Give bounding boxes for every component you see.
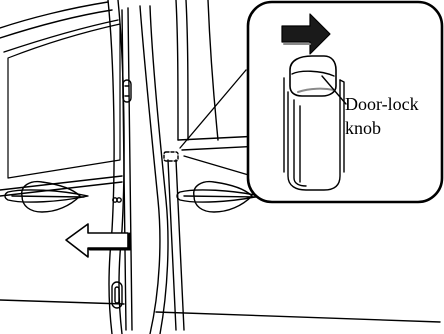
door-lock-knob-label-line2: knob — [345, 116, 381, 140]
door-lock-knob-label: Door-lock — [345, 92, 419, 116]
front-window-frame — [0, 2, 108, 28]
front-door-handle — [5, 182, 88, 212]
rear-door-handle — [177, 182, 260, 212]
door-jamb — [108, 0, 168, 334]
front-window — [8, 24, 120, 178]
open-arrow-icon — [66, 224, 128, 257]
